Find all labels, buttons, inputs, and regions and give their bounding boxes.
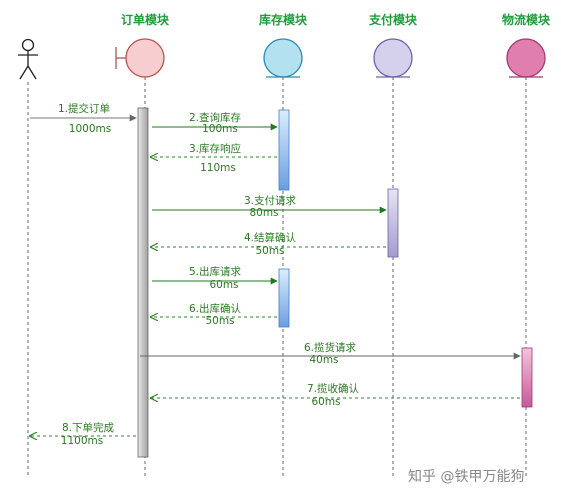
message-label-8: 6.揽货请求 xyxy=(304,341,357,354)
message-time-7: 50ms xyxy=(205,315,234,327)
logistics-entity-icon xyxy=(506,38,546,78)
message-time-5: 50ms xyxy=(255,245,284,257)
pay-entity-icon xyxy=(373,38,413,78)
message-label-4: 3.支付请求 xyxy=(244,194,297,207)
message-label-6: 5.出库请求 xyxy=(189,265,242,278)
participant-name-pay: 支付模块 xyxy=(368,12,418,27)
actor-icon xyxy=(18,38,38,80)
message-label-3: 3.库存响应 xyxy=(189,142,242,155)
message-time-1: 1000ms xyxy=(69,123,111,135)
activation-pay xyxy=(387,188,399,258)
message-time-3: 110ms xyxy=(200,162,236,174)
message-time-8: 40ms xyxy=(309,354,338,366)
message-label-5: 4.结算确认 xyxy=(244,231,297,244)
watermark-text: 知乎 @铁甲万能狗 xyxy=(408,468,524,485)
participant-name-order: 订单模块 xyxy=(121,12,170,27)
message-time-2: 100ms xyxy=(202,123,238,135)
order-boundary-icon xyxy=(115,38,165,78)
message-time-10: 1100ms xyxy=(61,435,103,447)
message-label-9: 7.揽收确认 xyxy=(307,382,360,395)
message-time-6: 60ms xyxy=(209,279,238,291)
participant-name-stock: 库存模块 xyxy=(259,12,308,27)
activation-order xyxy=(137,107,149,458)
activation-logistics xyxy=(521,347,533,408)
message-label-7: 6.出库确认 xyxy=(189,302,242,315)
message-label-2: 2.查询库存 xyxy=(189,111,242,124)
participant-name-logistics: 物流模块 xyxy=(502,12,551,27)
message-time-9: 60ms xyxy=(311,396,340,408)
message-time-4: 80ms xyxy=(249,207,278,219)
activation-stock-2 xyxy=(278,268,290,328)
activation-stock-1 xyxy=(278,109,290,191)
message-label-1: 1.提交订单 xyxy=(58,102,110,115)
message-label-10: 8.下单完成 xyxy=(62,421,115,434)
stock-entity-icon xyxy=(263,38,303,78)
